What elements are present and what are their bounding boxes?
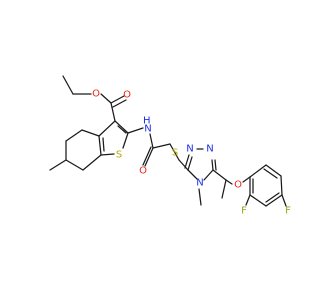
atom-n4-triazole: N — [196, 178, 203, 189]
bond — [114, 120, 129, 134]
bond — [62, 75, 74, 95]
bond — [169, 143, 180, 161]
atom-n1-triazole: N — [186, 144, 193, 155]
bond — [265, 164, 282, 177]
bond — [127, 127, 144, 134]
bond — [81, 129, 100, 137]
bond — [184, 154, 190, 169]
bond — [144, 147, 154, 167]
bond — [249, 164, 267, 178]
atom-labels: O O H N S O S N N N O F F — [92, 89, 291, 217]
bond — [245, 194, 251, 206]
bond — [265, 192, 280, 203]
bond — [117, 125, 127, 134]
bond — [221, 179, 227, 199]
bond — [98, 120, 116, 137]
atom-f-para: F — [285, 206, 291, 217]
bond — [112, 99, 127, 108]
bond — [110, 95, 125, 104]
atom-o-amide: O — [139, 166, 147, 177]
bond — [212, 169, 227, 181]
bond — [280, 175, 283, 196]
atom-o-ether: O — [234, 180, 242, 191]
atom-h: H — [143, 116, 151, 127]
atom-o-carbonyl: O — [123, 90, 131, 101]
bond — [122, 132, 129, 149]
bond-network — [49, 75, 287, 207]
bond — [149, 133, 154, 149]
bond — [100, 153, 115, 156]
bond — [214, 159, 217, 171]
bond — [187, 169, 198, 180]
bond — [98, 135, 102, 156]
atom-f-ortho: F — [241, 206, 247, 217]
bond — [211, 159, 214, 171]
bond — [249, 194, 267, 207]
bond — [65, 159, 84, 171]
atom-n-amide: N — [144, 124, 151, 135]
bond — [110, 102, 116, 122]
atom-n2-triazole: N — [206, 144, 213, 155]
bond — [152, 143, 171, 149]
bond — [102, 137, 105, 152]
bond — [225, 179, 233, 185]
bond — [203, 169, 214, 181]
bond — [263, 168, 278, 179]
bond — [65, 129, 83, 142]
bond — [178, 159, 189, 171]
bond — [187, 156, 193, 171]
bond — [198, 188, 202, 206]
bond — [281, 194, 287, 207]
atom-o-ester: O — [92, 89, 100, 100]
bond — [82, 154, 102, 171]
molecule-structure: O O H N S O S N N N O F F — [49, 75, 291, 217]
bond — [142, 146, 152, 166]
bond — [49, 159, 67, 171]
bond — [242, 176, 251, 183]
bond — [100, 93, 112, 104]
bond — [265, 194, 283, 207]
atom-s-linker: S — [172, 148, 178, 159]
atom-s-thiophene: S — [116, 150, 122, 161]
